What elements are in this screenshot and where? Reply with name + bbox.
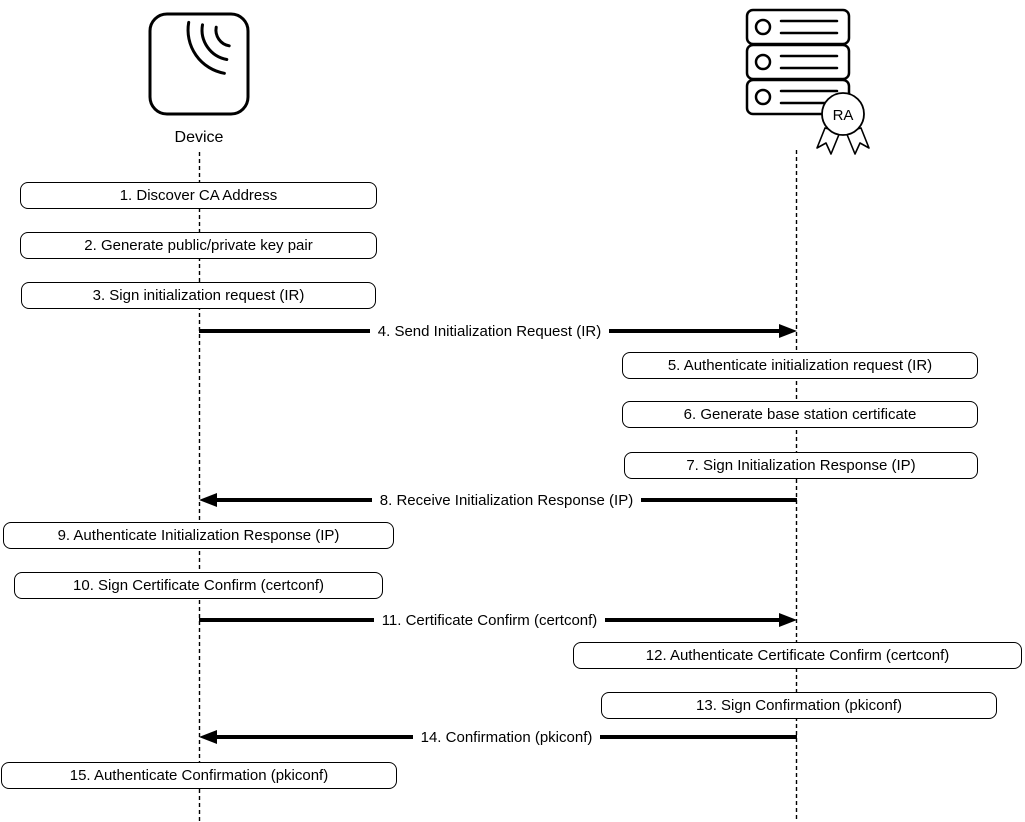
step-box-15: 15. Authenticate Confirmation (pkiconf): [1, 762, 397, 789]
step-box-9: 9. Authenticate Initialization Response …: [3, 522, 394, 549]
arrow-line: [609, 329, 781, 333]
message-arrow-8: 8. Receive Initialization Response (IP): [199, 487, 797, 513]
arrow-line: [216, 735, 413, 739]
arrow-label: 11. Certificate Confirm (certconf): [373, 611, 606, 629]
arrowhead-left-icon: [199, 493, 217, 507]
server-stack-icon: RA: [745, 8, 870, 155]
arrow-line: [199, 329, 370, 333]
step-box-7: 7. Sign Initialization Response (IP): [624, 452, 978, 479]
step-box-2: 2. Generate public/private key pair: [20, 232, 377, 259]
arrowhead-left-icon: [199, 730, 217, 744]
step-box-5: 5. Authenticate initialization request (…: [622, 352, 978, 379]
arrow-line: [216, 498, 372, 502]
step-box-12: 12. Authenticate Certificate Confirm (ce…: [573, 642, 1022, 669]
message-arrow-14: 14. Confirmation (pkiconf): [199, 724, 797, 750]
wireless-device-icon: [148, 12, 250, 116]
arrowhead-right-icon: [779, 324, 798, 338]
step-box-10: 10. Sign Certificate Confirm (certconf): [14, 572, 383, 599]
step-box-13: 13. Sign Confirmation (pkiconf): [601, 692, 997, 719]
arrow-line: [641, 498, 797, 502]
device-actor-label: Device: [174, 129, 224, 146]
message-arrow-4: 4. Send Initialization Request (IR): [199, 318, 798, 344]
arrow-label: 4. Send Initialization Request (IR): [369, 322, 610, 340]
wifi-arc-large: [186, 20, 226, 75]
arrowhead-right-icon: [779, 613, 797, 627]
ra-badge-text: RA: [833, 107, 854, 124]
arrow-line: [600, 735, 797, 739]
step-box-3: 3. Sign initialization request (IR): [21, 282, 376, 309]
ra-badge-icon: RA: [816, 92, 870, 155]
step-box-6: 6. Generate base station certificate: [622, 401, 978, 428]
wifi-arc-small: [214, 25, 231, 48]
arrow-line: [605, 618, 780, 622]
arrow-label: 8. Receive Initialization Response (IP): [371, 491, 642, 509]
arrow-line: [199, 618, 374, 622]
wifi-arc-medium: [200, 23, 229, 61]
arrow-label: 14. Confirmation (pkiconf): [412, 728, 601, 746]
message-arrow-11: 11. Certificate Confirm (certconf): [199, 607, 797, 633]
step-box-1: 1. Discover CA Address: [20, 182, 377, 209]
